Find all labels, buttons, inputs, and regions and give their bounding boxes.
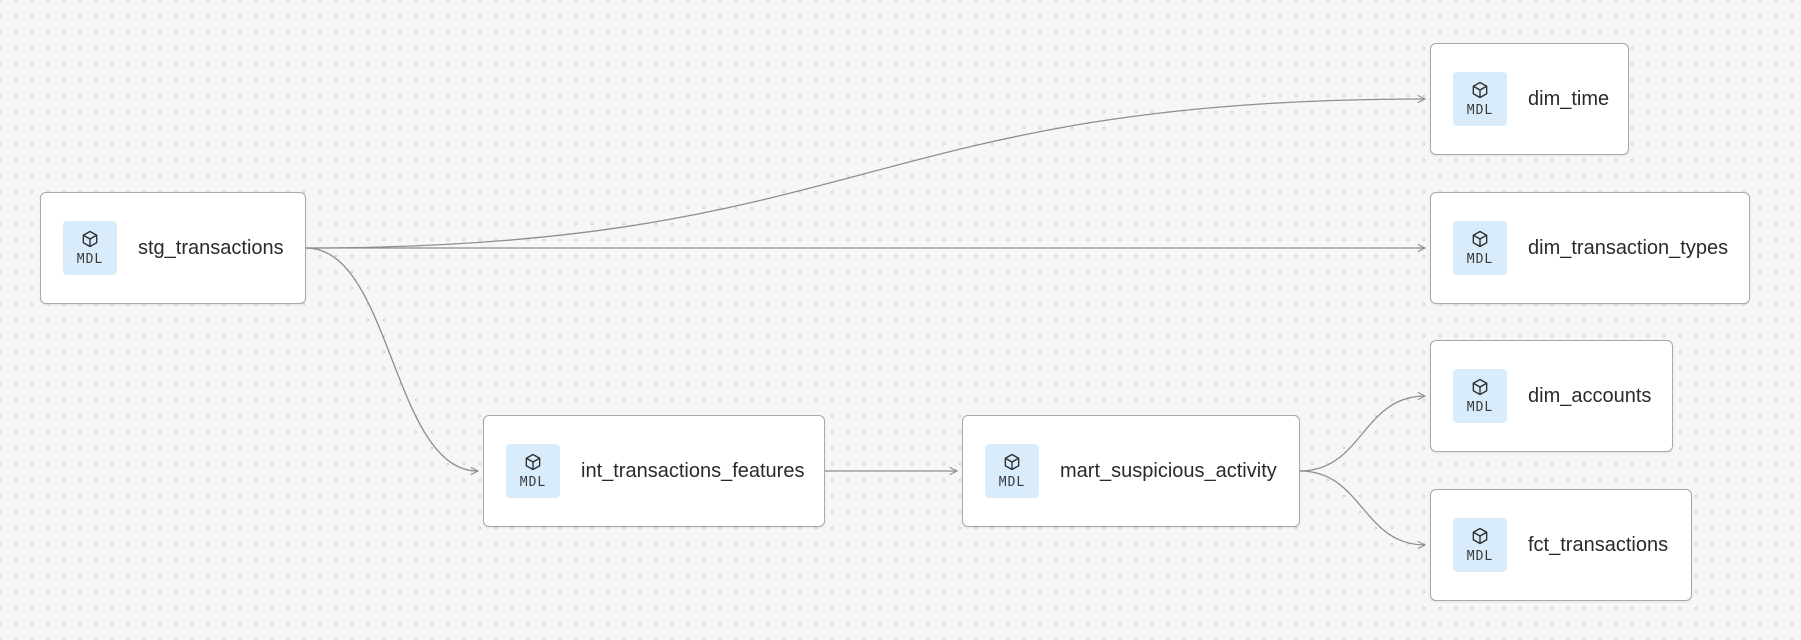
model-badge: MDL — [1453, 518, 1507, 572]
node-fct-transactions[interactable]: MDL fct_transactions — [1430, 489, 1692, 601]
node-stg-transactions[interactable]: MDL stg_transactions — [40, 192, 306, 304]
cube-icon — [1472, 527, 1488, 545]
node-label: int_transactions_features — [581, 459, 805, 482]
node-label: dim_transaction_types — [1528, 236, 1729, 259]
model-badge: MDL — [1453, 221, 1507, 275]
model-badge: MDL — [506, 444, 560, 498]
badge-label: MDL — [998, 475, 1026, 490]
badge-label: MDL — [1466, 252, 1494, 267]
node-label: stg_transactions — [138, 236, 284, 259]
cube-icon — [82, 230, 98, 248]
node-label: mart_suspicious_activity — [1060, 459, 1277, 482]
badge-label: MDL — [1466, 400, 1494, 415]
edge-mart_suspicious_activity-to-fct_transactions — [1299, 470, 1425, 545]
edge-stg_transactions-to-dim_time — [305, 99, 1425, 249]
node-mart-suspicious-activity[interactable]: MDL mart_suspicious_activity — [962, 415, 1300, 527]
model-badge: MDL — [63, 221, 117, 275]
node-dim-time[interactable]: MDL dim_time — [1430, 43, 1629, 155]
node-dim-accounts[interactable]: MDL dim_accounts — [1430, 340, 1673, 452]
node-int-transactions-features[interactable]: MDL int_transactions_features — [483, 415, 825, 527]
badge-label: MDL — [1466, 103, 1494, 118]
cube-icon — [1472, 230, 1488, 248]
model-badge: MDL — [985, 444, 1039, 498]
node-label: dim_accounts — [1528, 384, 1652, 407]
edge-mart_suspicious_activity-to-dim_accounts — [1299, 396, 1425, 472]
edge-stg_transactions-to-int_transactions_features — [305, 247, 478, 471]
node-label: dim_time — [1528, 87, 1610, 110]
model-badge: MDL — [1453, 72, 1507, 126]
node-dim-transaction-types[interactable]: MDL dim_transaction_types — [1430, 192, 1750, 304]
cube-icon — [525, 453, 541, 471]
cube-icon — [1472, 81, 1488, 99]
cube-icon — [1472, 378, 1488, 396]
badge-label: MDL — [76, 252, 104, 267]
node-label: fct_transactions — [1528, 533, 1669, 556]
model-badge: MDL — [1453, 369, 1507, 423]
cube-icon — [1004, 453, 1020, 471]
badge-label: MDL — [519, 475, 547, 490]
badge-label: MDL — [1466, 549, 1494, 564]
